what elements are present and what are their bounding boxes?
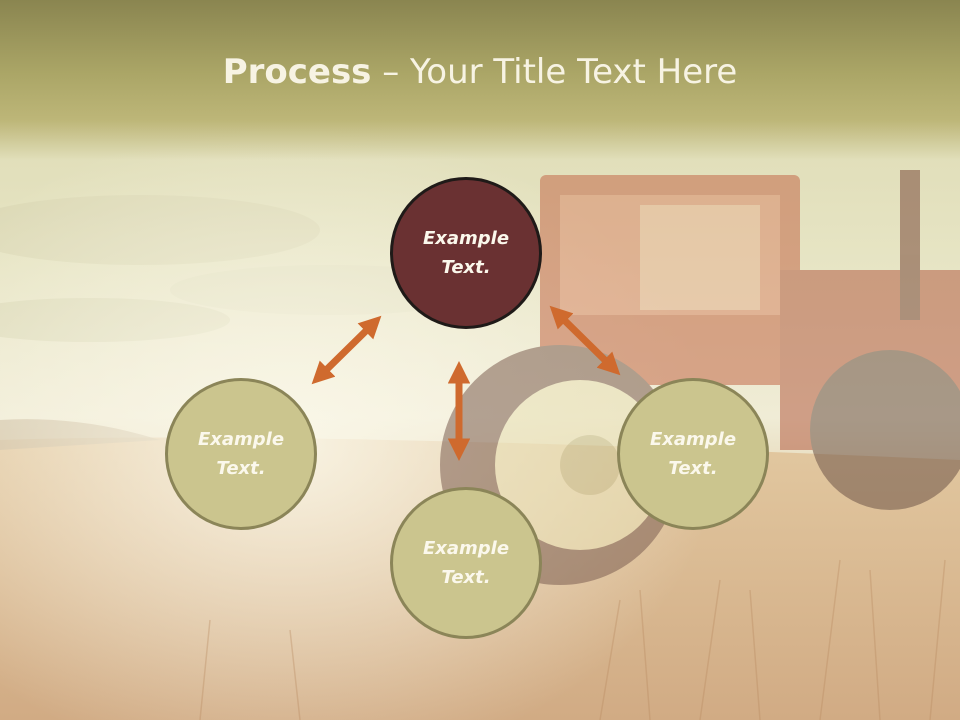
arrow-top-left xyxy=(311,315,382,385)
cycle-node-bottom: Example Text. xyxy=(390,487,542,639)
cycle-node-right: Example Text. xyxy=(617,378,769,530)
title-rest: – Your Title Text Here xyxy=(371,52,738,92)
cycle-node-right-label: Example Text. xyxy=(649,429,737,479)
cycle-node-top-label: Example Text. xyxy=(422,228,510,278)
slide-title: Process – Your Title Text Here xyxy=(0,52,960,92)
arrow-top-right xyxy=(549,305,621,376)
title-band xyxy=(0,0,960,160)
cycle-node-bottom-label: Example Text. xyxy=(422,538,510,588)
cycle-node-left: Example Text. xyxy=(165,378,317,530)
title-bold: Process xyxy=(222,52,372,92)
cycle-node-left-label: Example Text. xyxy=(197,429,285,479)
cycle-node-top: Example Text. xyxy=(390,177,542,329)
